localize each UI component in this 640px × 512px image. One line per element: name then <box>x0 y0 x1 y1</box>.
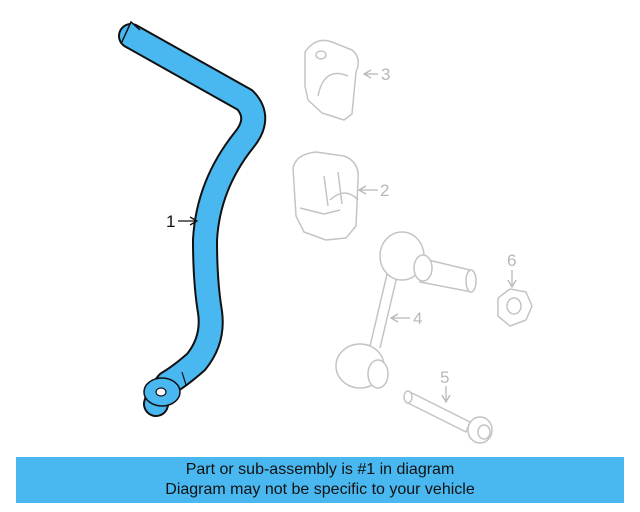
parts-diagram: 1 3 2 4 5 6 <box>118 20 533 444</box>
callout-1[interactable]: 1 <box>166 212 175 231</box>
stabilizer-bar-part[interactable] <box>118 20 267 417</box>
stabilizer-bar-body <box>120 25 265 415</box>
callout-6[interactable]: 6 <box>507 251 516 270</box>
leader-6-arrowhead <box>507 279 517 289</box>
stabilizer-bar-end-cut <box>120 20 141 45</box>
bushing-slot <box>323 171 343 207</box>
bolt-head-face <box>477 424 491 440</box>
leader-1-arrowhead <box>189 216 199 226</box>
info-banner: Part or sub-assembly is #1 in diagram Di… <box>16 457 624 503</box>
link-upper-ball-face <box>413 254 433 282</box>
bracket-inner-curve <box>317 72 349 97</box>
banner-line-2: Diagram may not be specific to your vehi… <box>165 481 475 498</box>
link-rod <box>369 269 399 349</box>
nut-hole <box>506 297 522 315</box>
link-stud-tip <box>465 269 477 293</box>
stabilizer-bar-eye-hole <box>155 387 167 397</box>
banner-line-1: Part or sub-assembly is #1 in diagram <box>185 461 455 478</box>
stabilizer-bar-eye-notch <box>181 371 187 386</box>
callout-4[interactable]: 4 <box>413 309 422 328</box>
leader-4-arrowhead <box>389 313 399 323</box>
callout-3[interactable]: 3 <box>381 65 390 84</box>
link-lower-ball-face <box>367 359 389 389</box>
nut-part[interactable] <box>497 288 533 327</box>
leader-2-arrowhead <box>357 185 367 195</box>
bushing-inner-curve <box>329 192 359 201</box>
bushing-body <box>292 151 359 241</box>
bracket-bolt-hole <box>315 50 327 60</box>
bushing-lower-edge <box>299 207 341 215</box>
bolt-tip <box>403 390 413 404</box>
leader-3-arrowhead <box>362 69 372 79</box>
bracket-body <box>304 39 359 121</box>
bolt-part[interactable] <box>403 390 493 444</box>
bushing-part[interactable] <box>292 151 359 241</box>
callout-5[interactable]: 5 <box>440 368 449 387</box>
stabilizer-link-part[interactable] <box>335 231 477 389</box>
callout-2[interactable]: 2 <box>380 181 389 200</box>
callout-leaders <box>178 69 517 404</box>
leader-5-arrowhead <box>441 394 451 404</box>
bolt-shank <box>405 391 471 433</box>
bracket-part[interactable] <box>304 39 359 121</box>
